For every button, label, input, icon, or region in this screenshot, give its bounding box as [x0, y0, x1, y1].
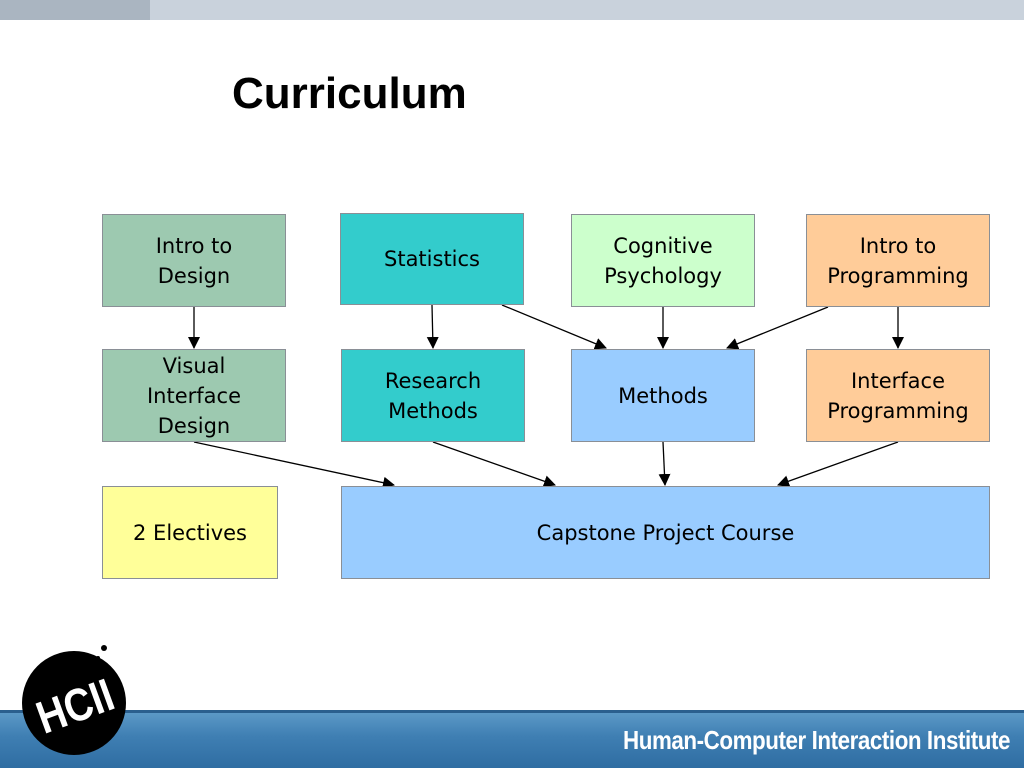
- arrow-research-methods-to-capstone: [432, 441, 556, 488]
- box-capstone-project-course: Capstone Project Course: [341, 486, 990, 579]
- box-intro-to-programming: Intro to Programming: [806, 214, 990, 307]
- arrow-statistics-to-methods: [501, 304, 607, 350]
- box-label: Statistics: [384, 247, 480, 271]
- box-label: 2 Electives: [133, 520, 247, 545]
- box-cognitive-psychology: Cognitive Psychology: [571, 214, 755, 307]
- box-label: Visual Interface Design: [146, 353, 242, 438]
- arrow-visual-interface-design-to-capstone: [193, 441, 395, 489]
- arrow-statistics-to-research-methods: [426, 304, 439, 349]
- slide-title: Curriculum: [232, 69, 467, 118]
- box-label: Capstone Project Course: [536, 520, 795, 545]
- hcii-logo-icon: HCII: [22, 645, 126, 755]
- arrow-methods-to-capstone: [658, 441, 671, 486]
- footer-bar-line: [0, 710, 1024, 713]
- box-statistics: Statistics: [340, 213, 524, 305]
- footer-institute-name: Human-Computer Interaction Institute: [622, 725, 1010, 755]
- box-intro-to-design: Intro to Design: [102, 214, 286, 307]
- box-research-methods: Research Methods: [341, 349, 525, 442]
- footer-bar: [0, 710, 1024, 768]
- box-label: Methods: [618, 383, 708, 408]
- box-label: Intro to Programming: [827, 233, 969, 288]
- arrow-intro-programming-to-methods: [726, 306, 829, 350]
- box-interface-programming: Interface Programming: [806, 349, 990, 442]
- top-bar-accent: [0, 0, 150, 20]
- box-methods: Methods: [571, 349, 755, 442]
- box-visual-interface-design: Visual Interface Design: [102, 349, 286, 442]
- box-label: Intro to Design: [155, 233, 233, 288]
- box-2-electives: 2 Electives: [102, 486, 278, 579]
- box-label: Research Methods: [384, 368, 482, 423]
- top-bar: [0, 0, 1024, 20]
- box-label: Interface Programming: [827, 368, 969, 423]
- arrow-interface-programming-to-capstone: [777, 441, 899, 487]
- box-label: Cognitive Psychology: [604, 233, 722, 288]
